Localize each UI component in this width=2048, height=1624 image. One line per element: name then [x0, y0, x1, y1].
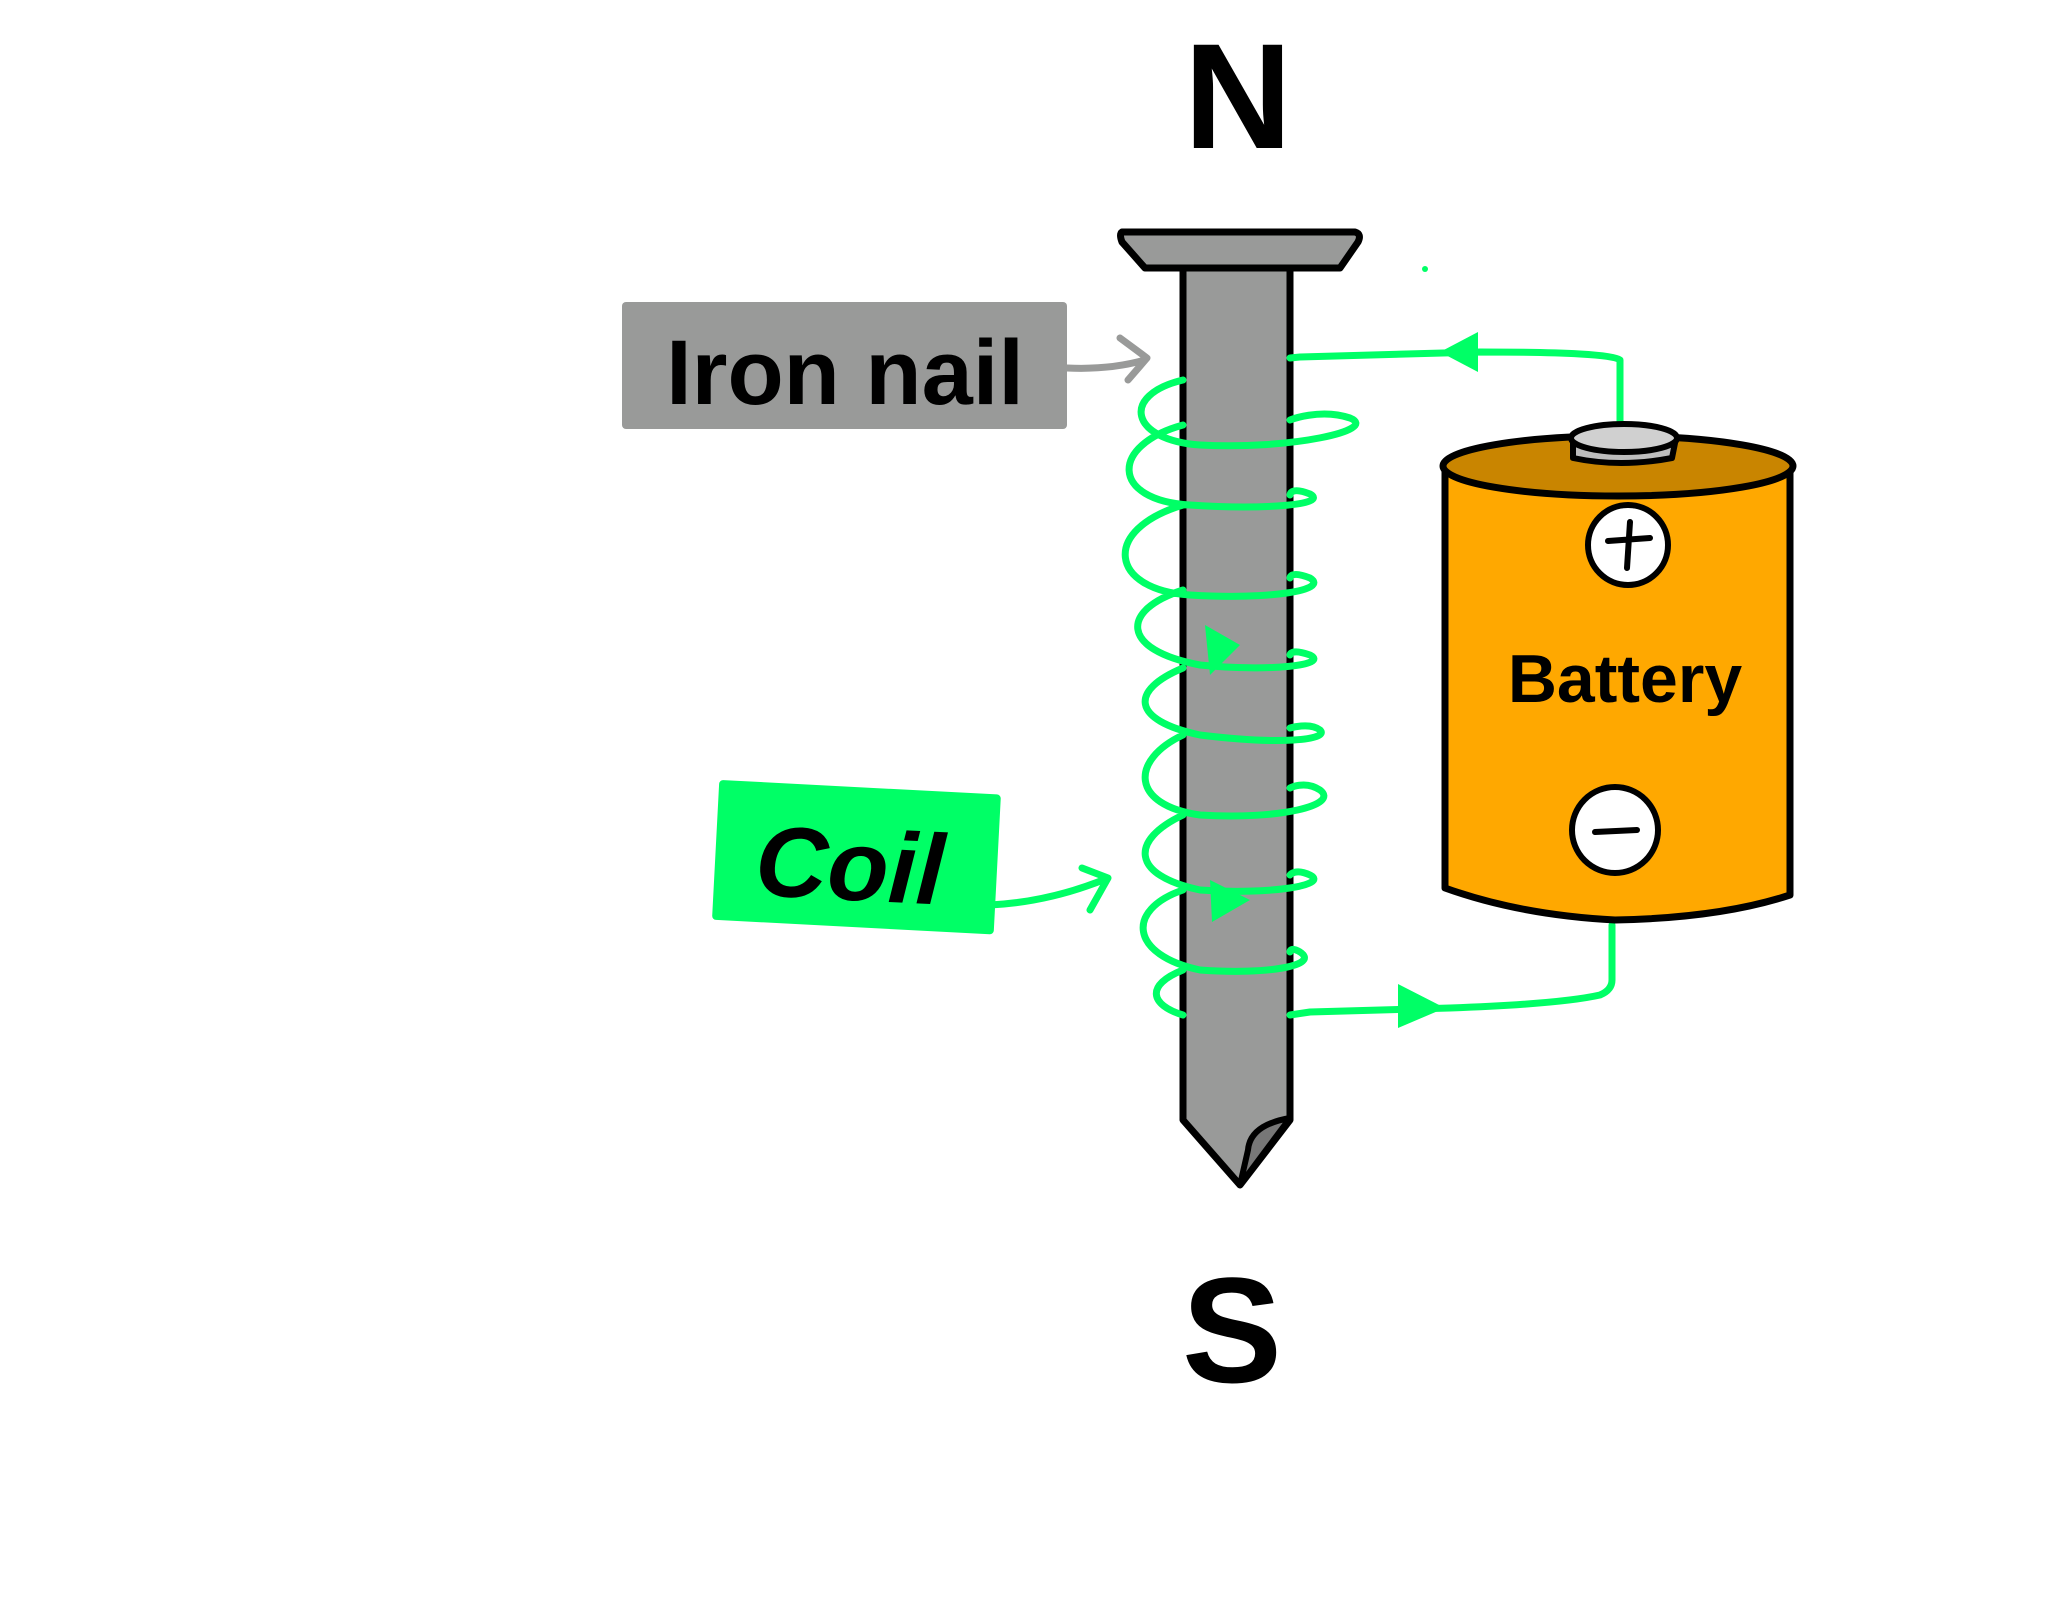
coil-label-box: [712, 780, 1001, 935]
south-pole-label: S: [1182, 1246, 1282, 1414]
coil-label-text: Coil: [753, 805, 950, 927]
stray-dot: [1422, 266, 1428, 272]
plus-sign: [1605, 519, 1653, 571]
battery-label-text: Battery: [1508, 641, 1742, 717]
iron-nail-label: Iron nail: [622, 302, 1151, 429]
current-arrow-coil-lower: [1210, 880, 1250, 922]
coil-turns: [1121, 376, 1360, 1019]
iron-nail-label-box: [622, 302, 1067, 429]
north-pole-label: N: [1184, 12, 1292, 180]
nail-shank: [1179, 264, 1294, 1189]
battery-positive-cap-top: [1568, 421, 1680, 455]
iron-nail-label-text: Iron nail: [666, 322, 1024, 424]
minus-sign: [1592, 827, 1640, 835]
current-arrow-coil-upper: [1205, 625, 1240, 675]
battery: Battery: [1439, 421, 1797, 924]
nail-head: [1117, 228, 1363, 272]
iron-nail-pointer-arrow: [1063, 334, 1151, 384]
iron-nail: [1117, 228, 1363, 1189]
wire-bottom-lead: [1286, 921, 1616, 1019]
battery-body: [1441, 461, 1794, 924]
current-arrow-top: [1440, 332, 1478, 372]
wire-top-lead: [1286, 348, 1624, 429]
current-arrow-bottom: [1398, 984, 1445, 1028]
coil-label: Coil: [712, 780, 1001, 935]
nail-tip-fold: [1237, 1115, 1293, 1188]
coil-pointer-arrow: [986, 864, 1112, 914]
coil-wire: [1121, 332, 1624, 1028]
